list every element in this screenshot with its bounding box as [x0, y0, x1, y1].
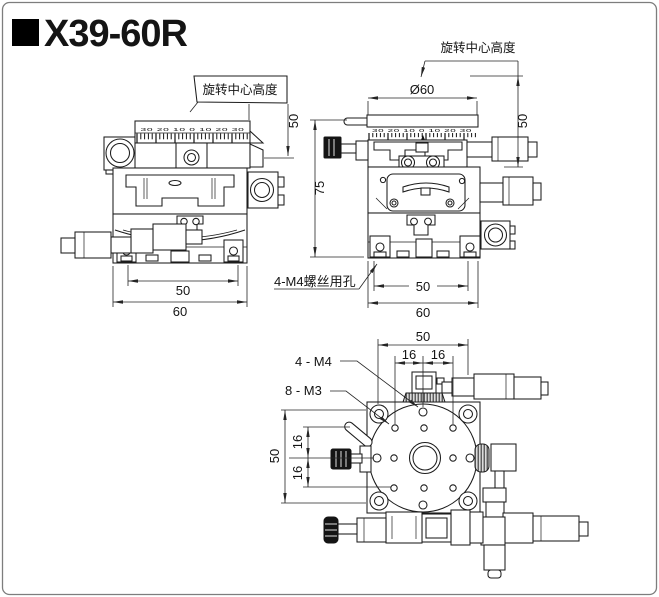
- top-micrometer-x: [532, 515, 589, 542]
- front-rotation-callout: 旋转中心高度: [202, 82, 278, 97]
- side-rotation-callout: 旋转中心高度: [440, 40, 516, 55]
- front-vernier-body: [134, 142, 264, 169]
- dim-front-base-width: 60: [173, 304, 187, 319]
- page-title: X39-60R: [44, 13, 188, 55]
- title-block: X39-60R: [12, 13, 189, 55]
- dim-top-pitch-c: 16: [290, 435, 305, 449]
- dim-side-center-height: 50: [515, 114, 530, 128]
- dim-side-diameter: Ø60: [410, 82, 435, 97]
- dim-top-height: 50: [267, 449, 282, 463]
- side-micrometer-upper: [466, 136, 538, 162]
- label-8-m3: 8 - M3: [285, 383, 322, 398]
- front-scale-ticks: [136, 133, 249, 143]
- dim-top-pitch-b: 16: [431, 347, 445, 362]
- label-4-m4: 4 - M4: [295, 354, 332, 369]
- front-rotation-callout-box: [193, 75, 288, 104]
- top-left-knob: [330, 445, 372, 473]
- front-right-knob: [247, 171, 285, 209]
- front-view: 30 20 10 0 10 20 30: [60, 75, 301, 319]
- side-view: 30 20 10 0 10 20 30: [274, 40, 542, 320]
- front-degree-scale: 30 20 10 0 10 20 30: [134, 120, 265, 144]
- side-micrometer-lower: [479, 176, 542, 206]
- side-scale-numbers: 30 20 10 0 10 20 30: [372, 128, 472, 133]
- side-dimensions: 旋转中心高度 Ø60 50 75 50 60 4-M4螺丝用孔: [274, 40, 530, 320]
- dim-front-center-height: 50: [286, 114, 301, 128]
- top-lock-lever: [344, 421, 373, 448]
- title-bullet-square: [12, 19, 39, 46]
- side-lower-base: [367, 212, 516, 259]
- side-upper-body: [323, 136, 538, 170]
- dim-side-base-width: 60: [416, 305, 430, 320]
- top-micrometer-y: [402, 371, 549, 403]
- front-micrometer: [60, 223, 203, 259]
- front-linear-stage: [112, 167, 248, 215]
- front-scale-numbers: 30 20 10 0 10 20 30: [141, 127, 245, 132]
- dim-top-pitch-d: 16: [290, 466, 305, 480]
- top-center-hole-inner: [412, 445, 438, 471]
- label-m4-screw-holes: 4-M4螺丝用孔: [274, 274, 356, 289]
- dim-side-inner-width: 50: [416, 279, 430, 294]
- top-corner-screws: [369, 404, 478, 511]
- side-middle-plate: [367, 166, 542, 214]
- dim-front-inner-width: 50: [176, 283, 190, 298]
- top-micrometer-vertical: [480, 487, 534, 579]
- side-right-knob: [480, 220, 516, 250]
- dim-top-width: 50: [416, 329, 430, 344]
- top-right-clamp: [474, 443, 517, 489]
- top-m3-holes: [390, 424, 457, 492]
- side-top-plate: 30 20 10 0 10 20 30: [343, 114, 479, 140]
- dim-side-total-height: 75: [312, 181, 327, 195]
- top-dimensions: 50 16 16 50 16 16 4 - M4 8 - M3: [267, 329, 469, 504]
- top-view: 50 16 16 50 16 16 4 - M4 8 - M3: [267, 329, 589, 579]
- top-micrometer-bottom: [323, 509, 484, 546]
- front-dimensions: 旋转中心高度 50 50 60: [112, 75, 301, 319]
- top-m4-holes: [372, 407, 475, 510]
- dim-top-pitch-a: 16: [402, 347, 416, 362]
